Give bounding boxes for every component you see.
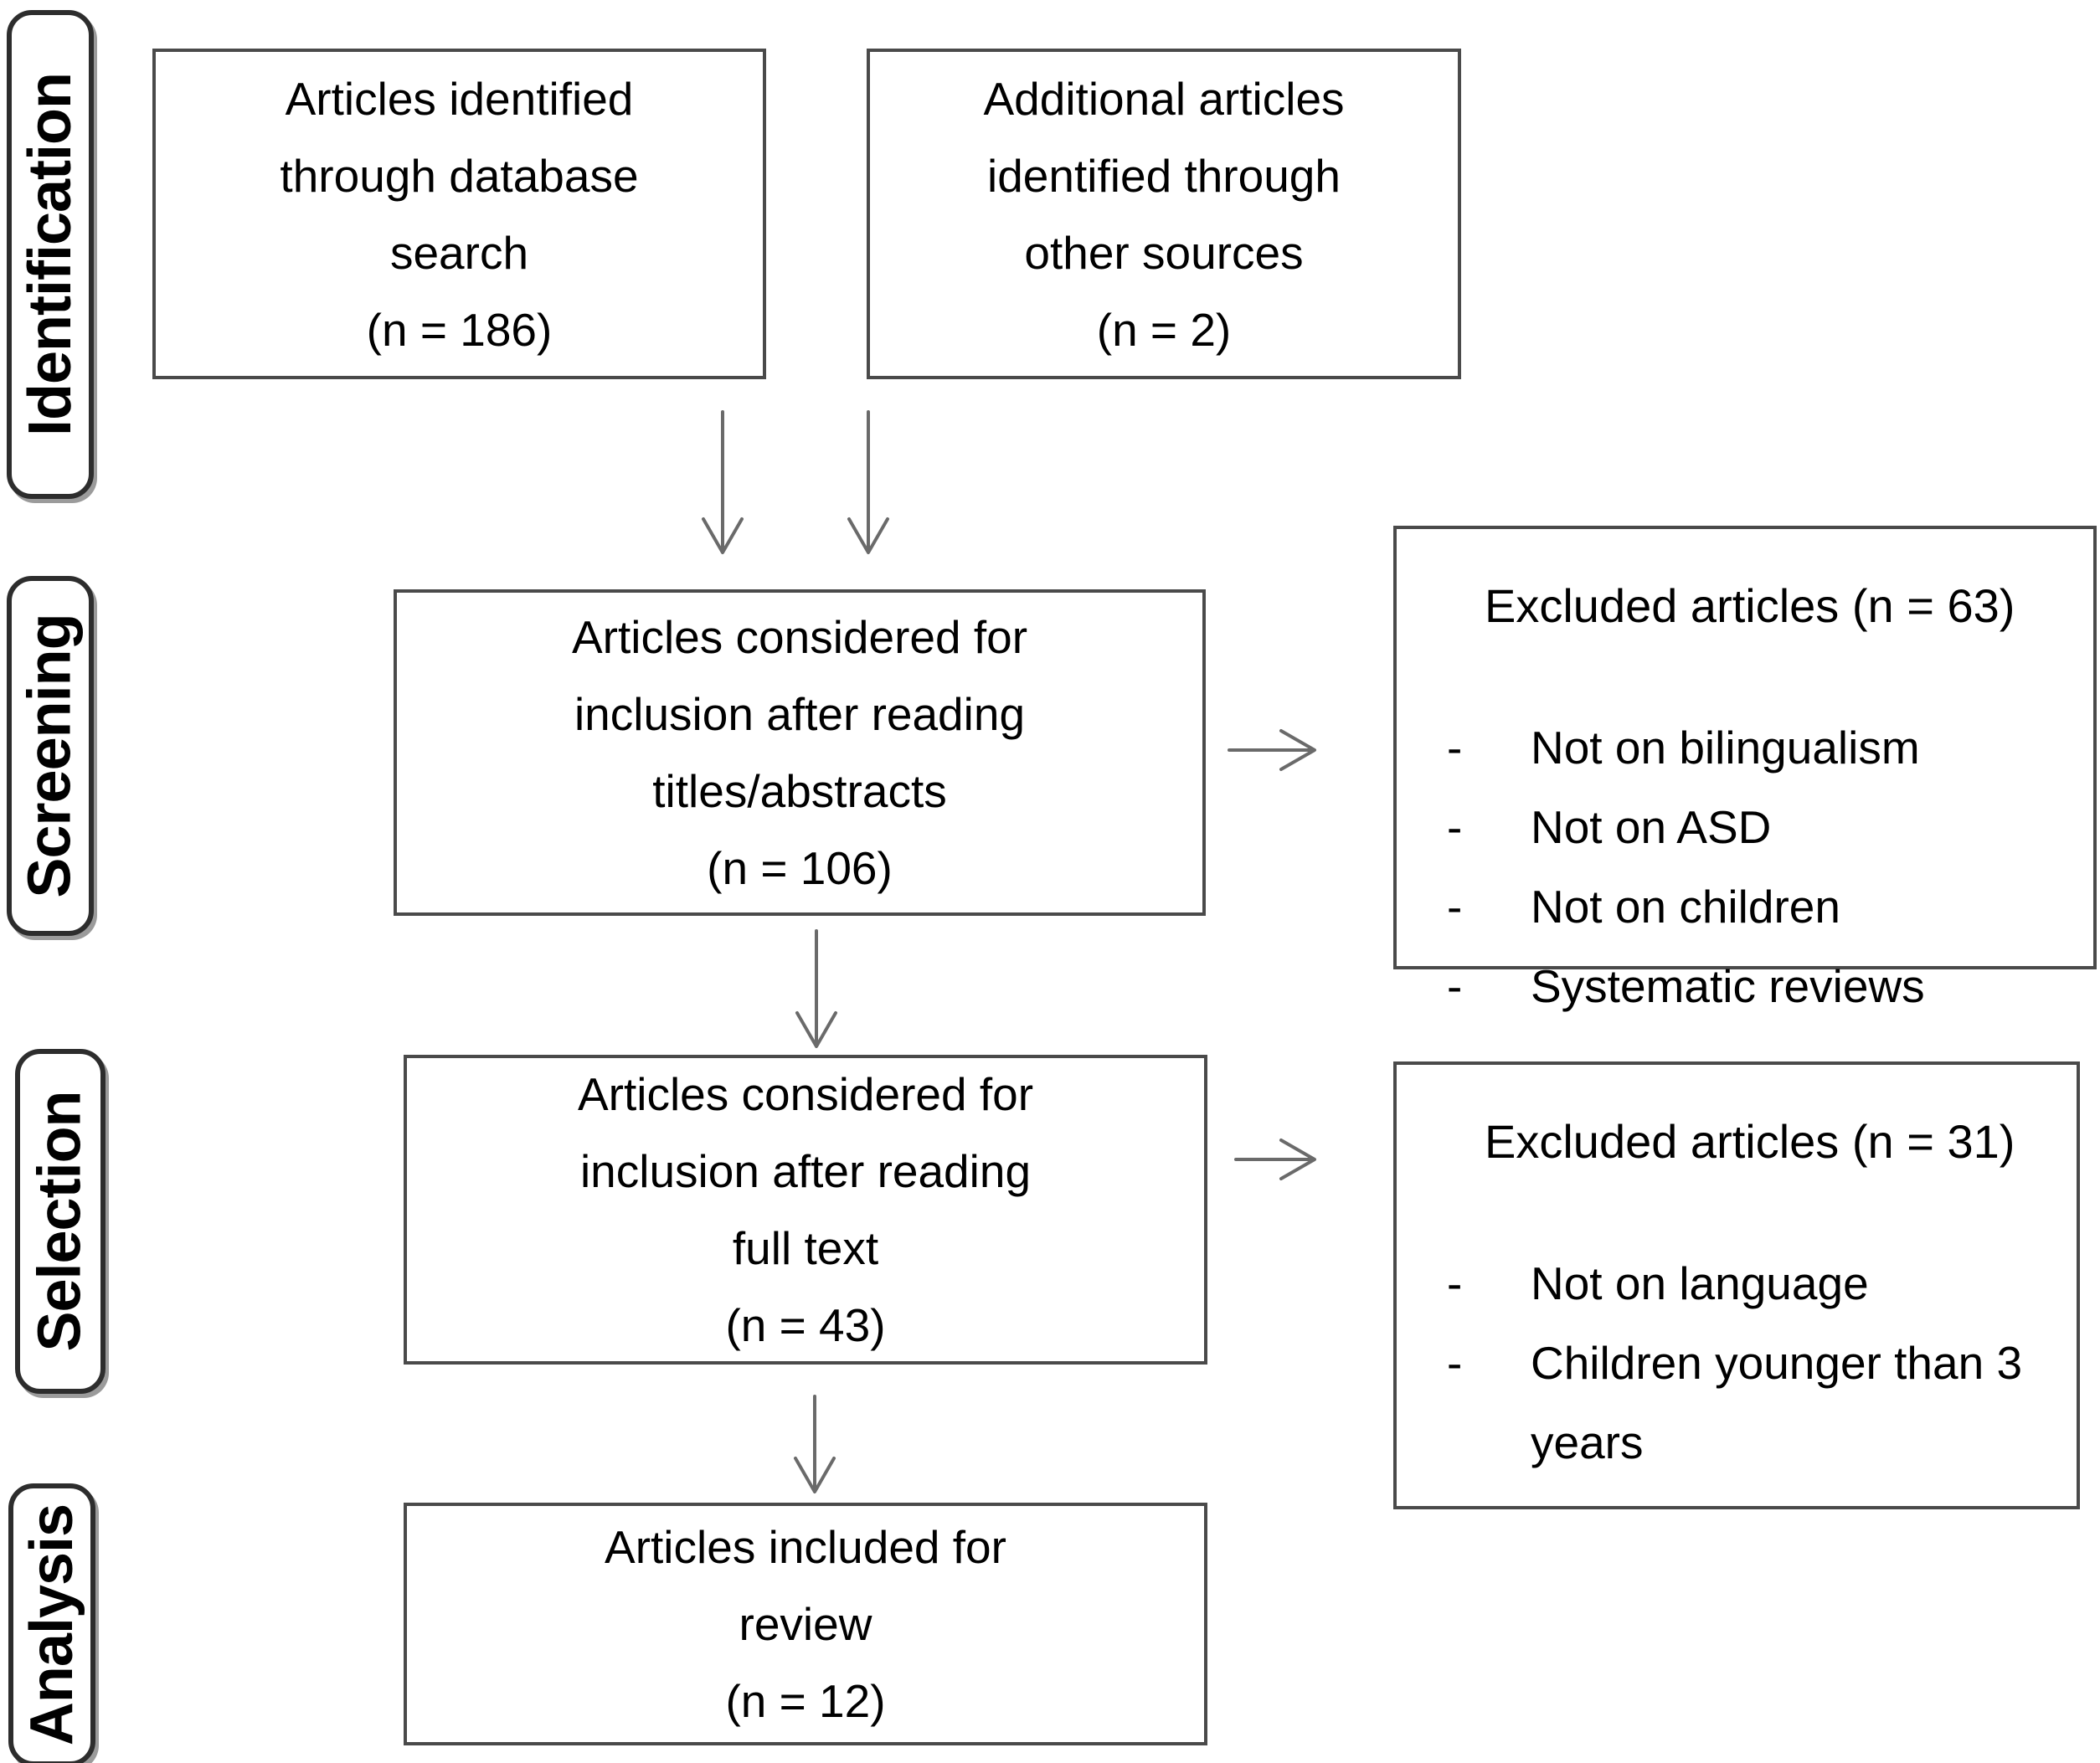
list-item: - Children younger than 3 years [1397, 1324, 2077, 1483]
stage-label-selection: Selection [15, 1049, 106, 1394]
stage-label-identification: Identification [7, 10, 94, 499]
excluded-screening-list: - Not on bilingualism - Not on ASD - Not… [1397, 708, 2093, 1026]
bullet-dash: - [1447, 722, 1463, 774]
box-db-line: Articles identified [285, 72, 634, 125]
arrow-other-sources-to-screening [847, 410, 889, 554]
bullet-dash: - [1447, 1257, 1463, 1309]
box-considered-full-text: Articles considered for inclusion after … [404, 1055, 1207, 1365]
box-included-count: (n = 12) [725, 1675, 886, 1727]
box-fulltext-line: inclusion after reading [579, 1145, 1032, 1197]
box-db-line: through database [280, 149, 639, 202]
box-excluded-screening: Excluded articles (n = 63) - Not on bili… [1393, 526, 2097, 1012]
box-fulltext-count: (n = 43) [725, 1299, 886, 1351]
bullet-dash: - [1447, 881, 1463, 933]
box-additional-articles-other-sources: Additional articles identified through o… [867, 49, 1461, 379]
box-screen-line: inclusion after reading [574, 688, 1026, 740]
box-other-count: (n = 2) [1096, 303, 1232, 356]
box-db-count: (n = 186) [366, 303, 553, 356]
box-db-line: search [389, 226, 529, 279]
box-excluded-full-text: Excluded articles (n = 31) - Not on lang… [1393, 1061, 2080, 1509]
box-other-line: identified through [987, 149, 1341, 202]
excluded-fulltext-list: - Not on language - Children younger tha… [1397, 1244, 2077, 1483]
box-fulltext-line: full text [732, 1222, 879, 1274]
bullet-dash: - [1447, 1337, 1463, 1389]
box-included-line: review [739, 1598, 872, 1650]
arrow-selection-to-excluded [1234, 1138, 1316, 1180]
box-articles-database-search: Articles identified through database sea… [152, 49, 766, 379]
list-item: - Systematic reviews [1397, 947, 2093, 1026]
bullet-dash: - [1447, 960, 1463, 1012]
stage-label-screening: Screening [7, 576, 94, 936]
list-item: - Not on bilingualism [1397, 708, 2093, 788]
excluded-screening-title: Excluded articles (n = 63) [1485, 579, 2015, 632]
box-other-line: other sources [1024, 226, 1304, 279]
list-item: - Not on children [1397, 867, 2093, 947]
box-included-line: Articles included for [605, 1521, 1006, 1573]
box-screen-line: titles/abstracts [652, 765, 947, 817]
list-item: - Not on ASD [1397, 788, 2093, 867]
bullet-dash: - [1447, 801, 1463, 853]
arrow-screening-to-selection [795, 929, 837, 1048]
box-other-line: Additional articles [983, 72, 1345, 125]
box-included-for-review: Articles included for review (n = 12) [404, 1503, 1207, 1745]
arrow-screening-to-excluded [1228, 729, 1316, 771]
stage-label-analysis: Analysis [8, 1483, 95, 1763]
arrow-selection-to-analysis [794, 1395, 836, 1493]
box-fulltext-line: Articles considered for [577, 1068, 1034, 1120]
box-considered-titles-abstracts: Articles considered for inclusion after … [394, 589, 1206, 916]
excluded-fulltext-title: Excluded articles (n = 31) [1485, 1115, 2015, 1168]
arrow-database-to-screening [702, 410, 744, 554]
box-screen-line: Articles considered for [571, 611, 1028, 663]
box-screen-count: (n = 106) [707, 842, 893, 894]
list-item: - Not on language [1397, 1244, 2077, 1324]
